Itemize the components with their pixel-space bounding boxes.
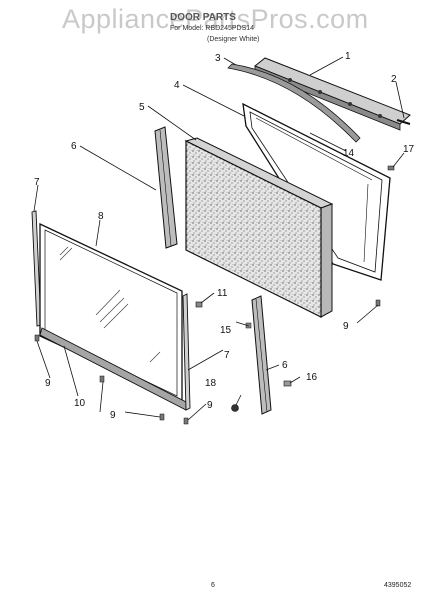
side-strip-part-right [182, 293, 191, 411]
callout-7b: 7 [224, 350, 230, 361]
screw-part-2 [396, 119, 411, 125]
callout-4: 4 [174, 80, 180, 91]
hinge-channel-part-upper [154, 126, 178, 249]
callout-16: 16 [306, 372, 318, 383]
callout-15: 15 [220, 325, 232, 336]
callout-11: 11 [217, 288, 228, 299]
door-handle-part [254, 57, 411, 131]
page-number: 6 [211, 582, 215, 589]
leader-lines [33, 56, 405, 421]
trim-bar-part [227, 63, 361, 143]
hinge-channel-part-lower [251, 295, 272, 415]
callout-2: 2 [391, 74, 397, 85]
callout-17: 17 [403, 144, 415, 155]
callout-9c: 9 [207, 400, 213, 411]
color-line: (Designer White) [207, 36, 260, 43]
callout-9d: 9 [343, 321, 349, 332]
callout-8: 8 [98, 211, 104, 222]
watermark: AppliancePartsPros.com [62, 4, 369, 34]
model-line: For Model: RBD245PDS14 [170, 25, 255, 32]
glass-panel-part [39, 222, 183, 404]
callout-labels: 1 2 3 4 5 6 6 7 7 8 9 9 9 9 10 11 14 15 … [34, 51, 415, 421]
page-title: DOOR PARTS [170, 12, 236, 23]
callout-9b: 9 [110, 410, 116, 421]
callout-1: 1 [345, 51, 351, 62]
insulation-part [184, 137, 334, 318]
document-number: 4395052 [384, 582, 412, 589]
callout-3: 3 [215, 53, 221, 64]
callout-18: 18 [205, 378, 217, 389]
inner-door-frame-part [242, 102, 391, 281]
callout-7a: 7 [34, 177, 40, 188]
callout-6b: 6 [282, 360, 288, 371]
callout-9a: 9 [45, 378, 51, 389]
callout-6a: 6 [71, 141, 77, 152]
callout-14: 14 [343, 148, 355, 159]
callout-5: 5 [139, 102, 145, 113]
callout-10: 10 [74, 398, 86, 409]
